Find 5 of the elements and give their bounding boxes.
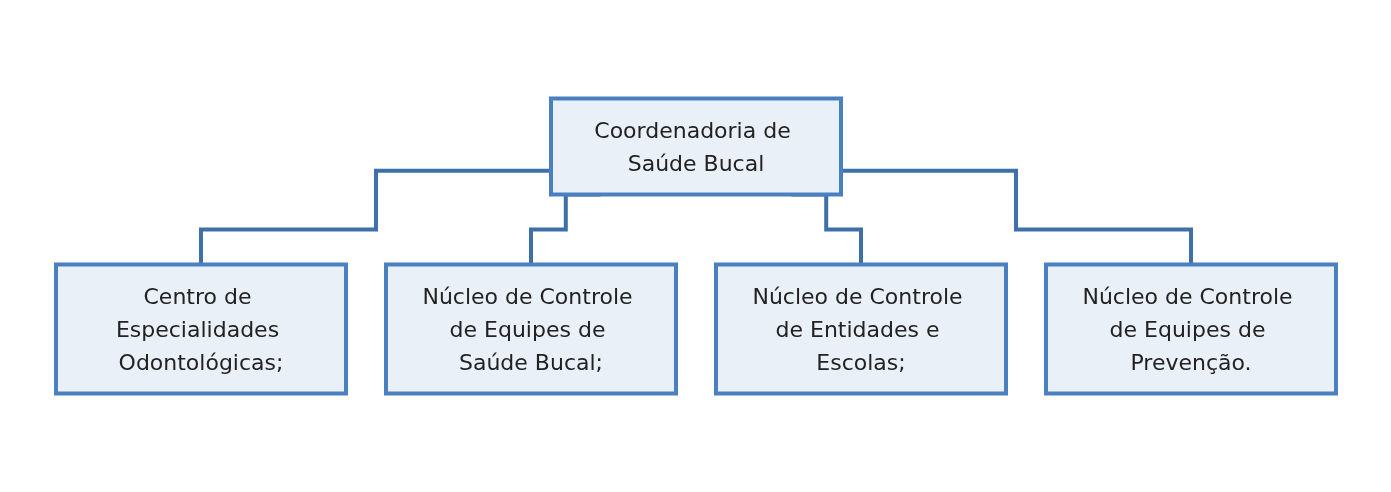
node-box: Coordenadoria de Saúde Bucal [548,96,843,197]
node-box: Núcleo de Controle de Equipes de Prevenção. [1043,262,1338,396]
node-box: Centro de Especialidades Odontológicas; [53,262,348,396]
node-box: Núcleo de Controle de Equipes de Saúde Bucal; [383,262,678,396]
node-box: Núcleo de Controle de Entidades e Escolas; [713,262,1008,396]
